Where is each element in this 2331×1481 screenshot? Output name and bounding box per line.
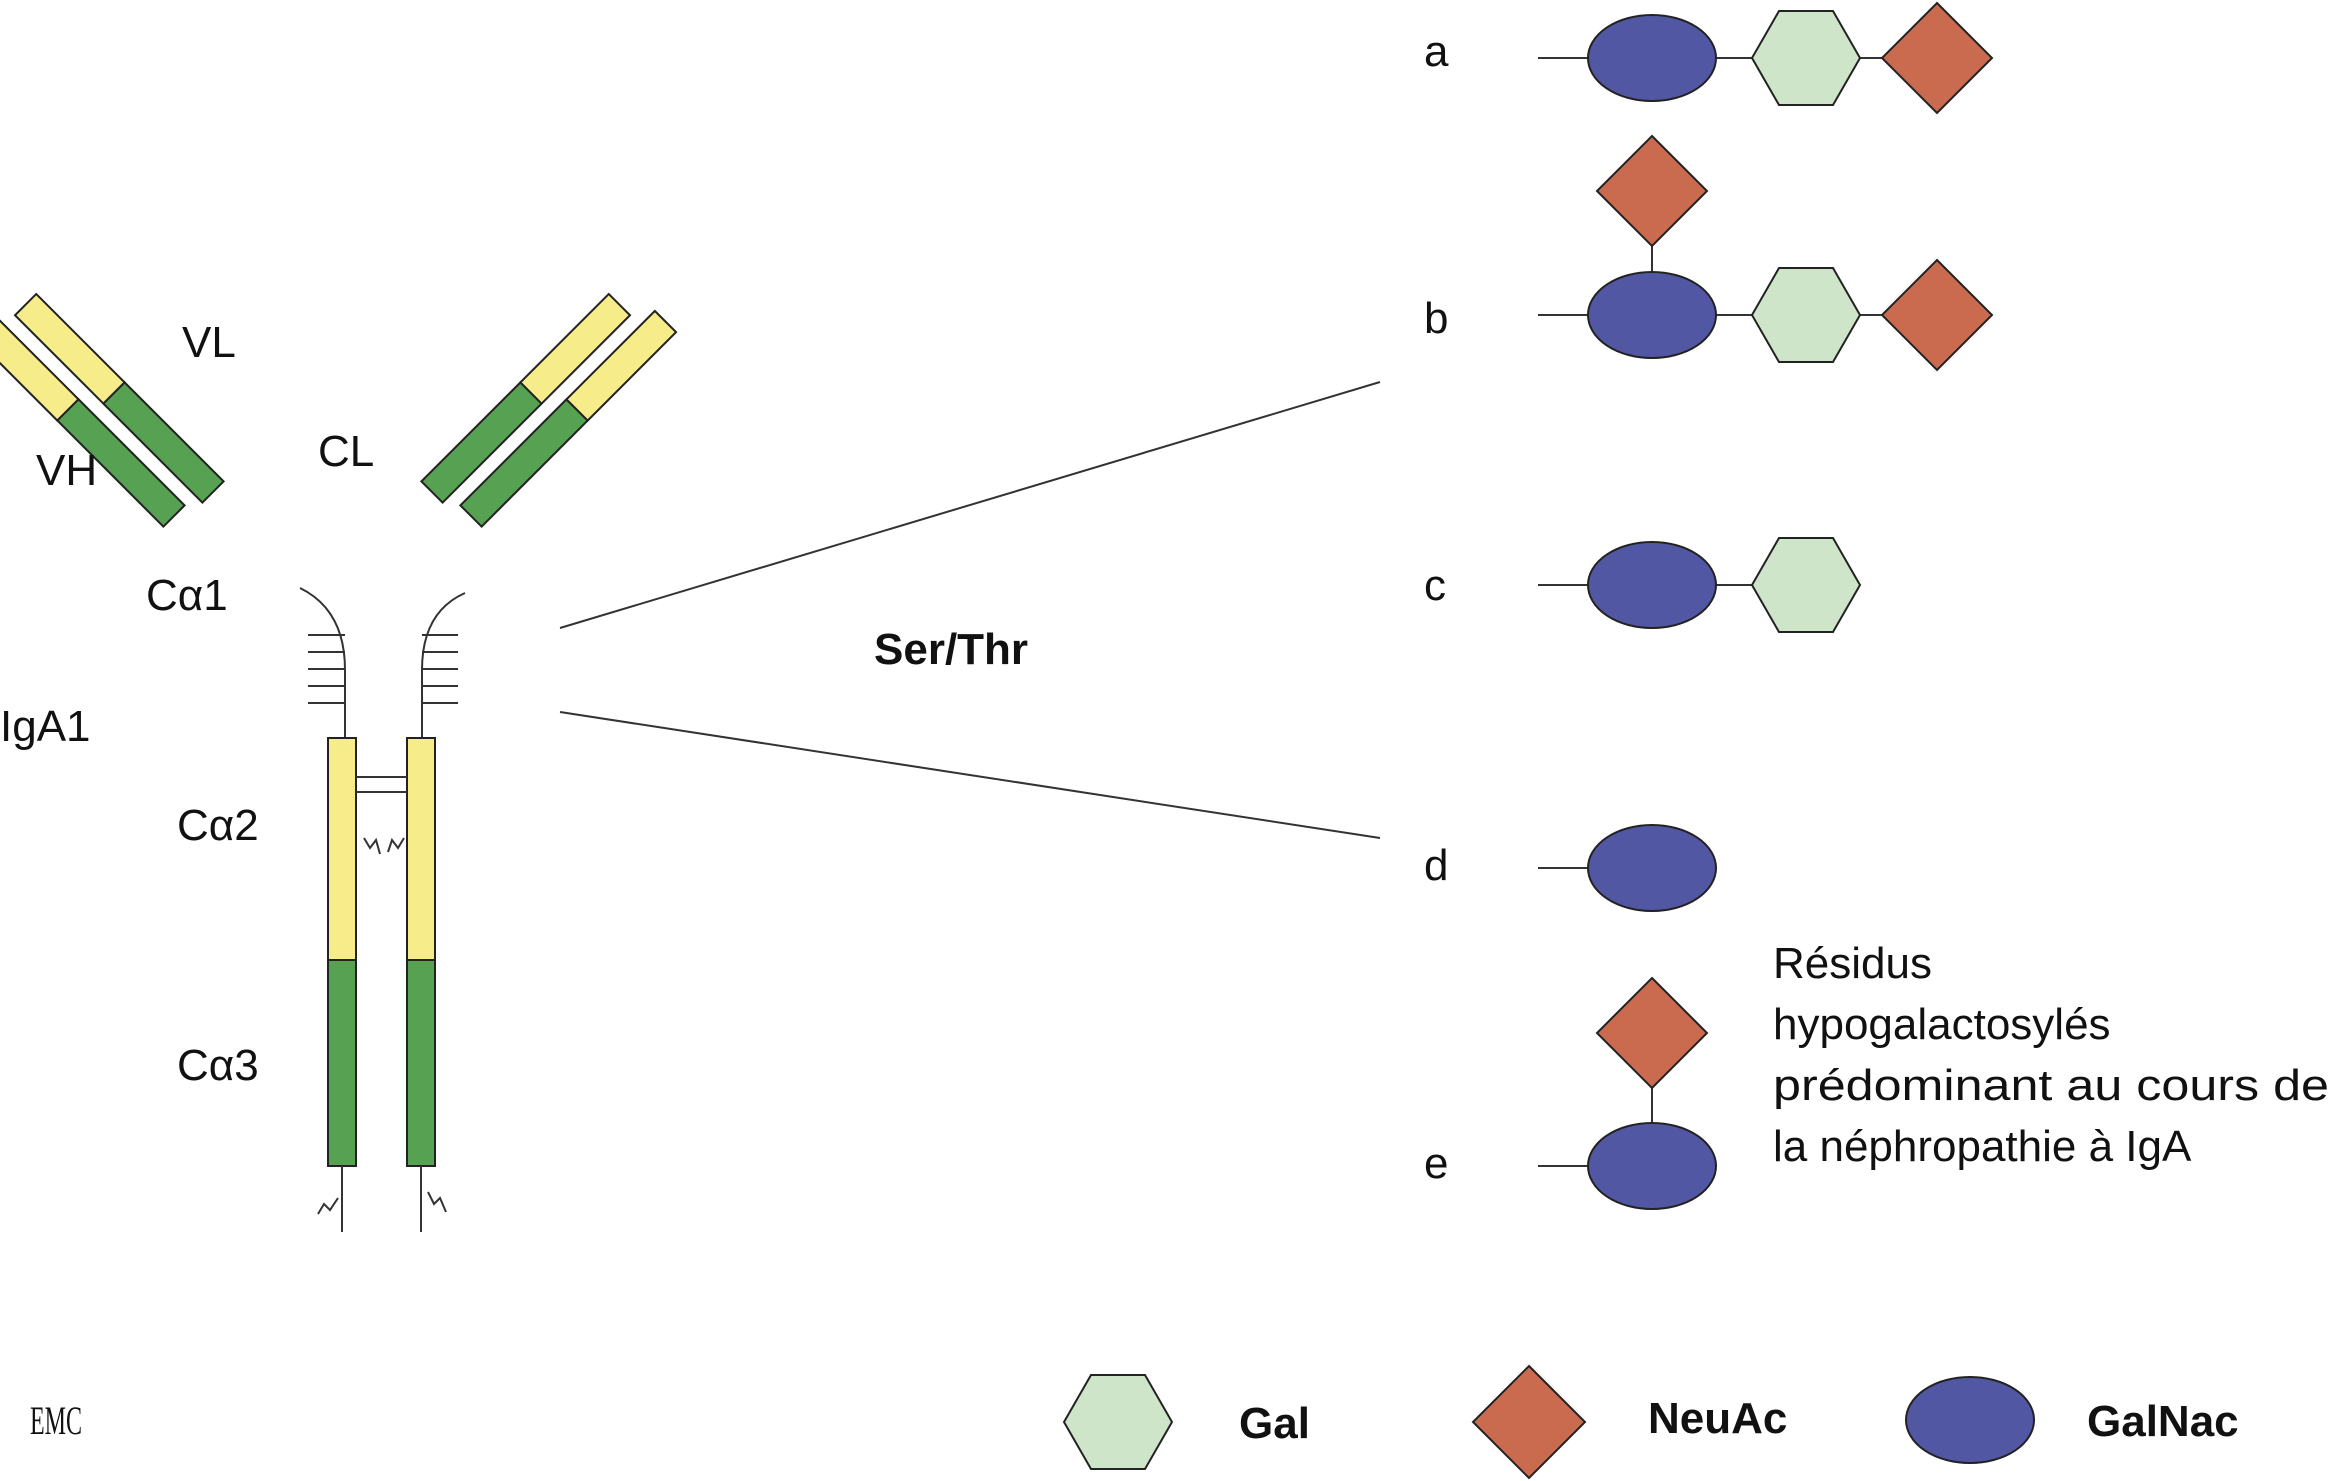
legend: Gal NeuAc GalNac [1062,1364,2239,1480]
legend-galnac-label: GalNac [2087,1397,2239,1446]
n-glycan-squiggle-icon [363,837,381,855]
ca2-domain-right [406,737,436,961]
zoom-line-top [559,381,1381,629]
cl-label: CL [318,427,374,476]
legend-galnac-icon [1905,1376,2035,1464]
gal-icon [1750,537,1862,633]
glycan-row-d: d [1424,824,1717,912]
ca3-domain-right [406,959,436,1167]
row-letter: e [1424,1139,1448,1188]
ca2-domain-left [327,737,357,961]
n-glycan-squiggle-icon [427,1191,447,1213]
vh-domain-right [565,309,678,422]
note-line: Résidus [1773,939,1932,988]
neuac-branch-icon [1595,976,1709,1090]
legend-gal-icon [1062,1374,1174,1470]
iga1-antibody: VL VH CL Cα1 IgA1 Cα2 Cα3 [0,292,678,1232]
gal-icon [1750,267,1862,363]
ca3-label: Cα3 [177,1041,259,1090]
hypogalactosylated-note: Résidus hypogalactosylés prédominant au … [1773,939,2329,1171]
ca1-label: Cα1 [146,571,228,620]
row-letter: a [1424,27,1449,76]
galnac-icon [1587,1122,1717,1210]
emc-logo: EMC [30,1398,82,1443]
left-light-chain [13,292,226,505]
ser-thr-label: Ser/Thr [874,625,1028,674]
legend-gal-label: Gal [1239,1399,1310,1448]
neuac-icon [1880,258,1994,372]
zoom-line-bottom [559,711,1381,839]
cl-domain-left [101,380,226,505]
glycan-row-a: a [1424,1,1994,115]
galnac-icon [1587,14,1717,102]
neuac-icon [1880,1,1994,115]
glycan-row-e: e [1424,976,1717,1210]
legend-neuac-icon [1471,1364,1587,1480]
right-heavy-chain [458,309,678,529]
note-line: la néphropathie à IgA [1773,1122,2192,1171]
vh-label: VH [36,446,97,495]
galnac-icon [1587,271,1717,359]
galnac-icon [1587,541,1717,629]
neuac-branch-icon [1595,134,1709,248]
hinge-hatch-right [422,634,458,704]
row-letter: c [1424,561,1446,610]
n-glycan-squiggle-icon [317,1197,339,1215]
iga1-label: IgA1 [0,702,91,751]
vl-domain-right [518,292,632,406]
note-line: hypogalactosylés [1773,1000,2111,1049]
row-letter: d [1424,841,1448,890]
hinge-left [299,587,346,738]
hinge-zoom-lines: Ser/Thr [559,381,1381,839]
right-light-chain [419,292,632,505]
row-letter: b [1424,294,1448,343]
ca1-domain-left [55,397,187,529]
legend-neuac-label: NeuAc [1648,1394,1787,1443]
glycan-row-c: c [1424,537,1862,633]
ca3-domain-left [327,959,357,1167]
galnac-icon [1587,824,1717,912]
ca2-label: Cα2 [177,801,259,850]
hinge-right [421,592,466,738]
gal-icon [1750,10,1862,106]
glycan-row-b: b [1424,134,1994,372]
n-glycan-squiggle-icon [387,837,405,853]
vl-label: VL [182,318,236,367]
note-line: prédominant au cours de [1773,1061,2329,1110]
left-heavy-chain [0,309,187,529]
hinge-hatch-left [308,634,345,704]
